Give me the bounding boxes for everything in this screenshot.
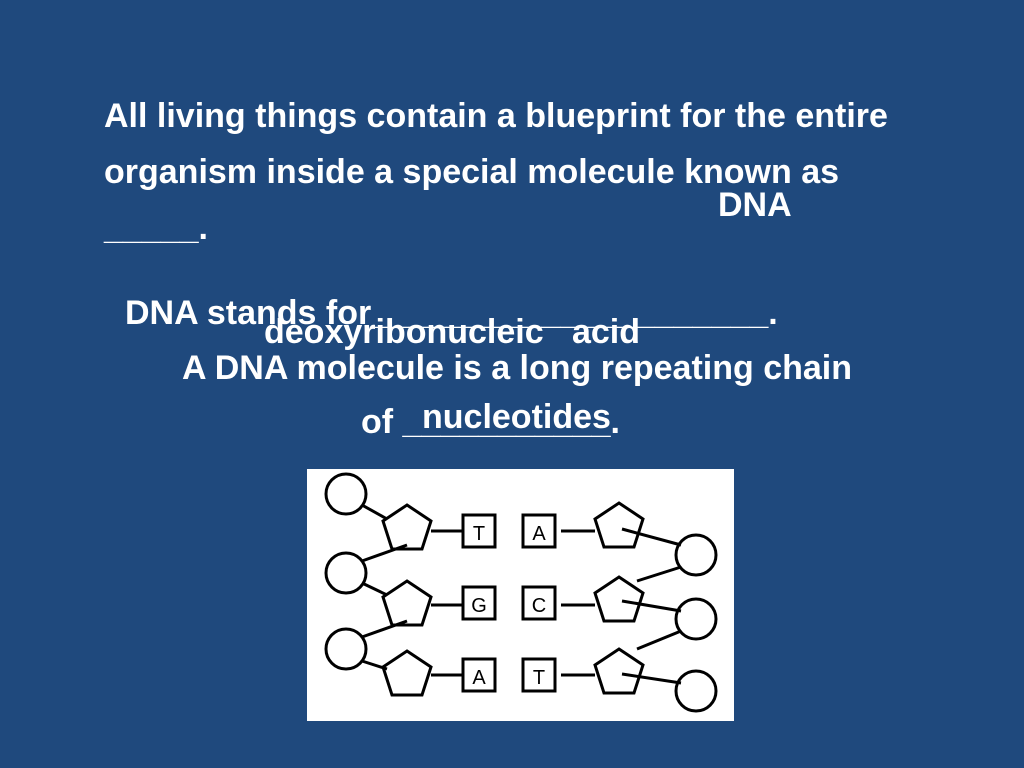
base-box (521, 585, 557, 621)
nucleotide-diagram: T A G C A T (307, 469, 734, 721)
sugar-pentagon (381, 579, 433, 627)
answer-dna: DNA (718, 186, 792, 224)
sugar-pentagon (381, 649, 433, 697)
backbone-link (361, 543, 408, 563)
backbone-link (636, 629, 682, 651)
phosphate-circle (324, 551, 368, 595)
backbone-link (361, 503, 388, 521)
line-of-blank: of ___________. (361, 403, 620, 441)
backbone-link (361, 619, 408, 639)
phosphate-circle (324, 627, 368, 671)
phosphate-circle (674, 533, 718, 577)
sugar-pentagon (593, 501, 645, 549)
answer-nucleotides: nucleotides (422, 398, 611, 436)
sugar-pentagon (593, 647, 645, 695)
base-letter: T (533, 667, 545, 689)
phosphate-circle (674, 669, 718, 713)
base-letter: C (532, 595, 546, 617)
phosphate-circle (674, 597, 718, 641)
sugar-pentagon (381, 503, 433, 551)
backbone-link (636, 565, 682, 583)
base-letter: G (471, 595, 487, 617)
base-box (461, 585, 497, 621)
base-box (461, 513, 497, 549)
base-letter: A (532, 523, 546, 545)
line-long-repeating-chain: A DNA molecule is a long repeating chain (181, 349, 853, 387)
base-box (461, 657, 497, 693)
paragraph-blueprint: All living things contain a blueprint fo… (104, 97, 888, 247)
backbone-link (621, 599, 682, 613)
base-letter: T (473, 523, 485, 545)
backbone-link (621, 527, 682, 547)
line-dna-stands-for: DNA stands for_____________________. (125, 294, 778, 332)
base-box (521, 513, 557, 549)
backbone-link (361, 581, 388, 597)
sugar-pentagon (593, 575, 645, 623)
base-letter: A (472, 667, 486, 689)
phosphate-circle (324, 472, 368, 516)
backbone-link (621, 672, 682, 685)
base-box (521, 657, 557, 693)
nucleotide-diagram-svg: T A G C A T (324, 472, 718, 713)
answer-deoxyribonucleic-acid: deoxyribonucleic acid (264, 313, 641, 351)
